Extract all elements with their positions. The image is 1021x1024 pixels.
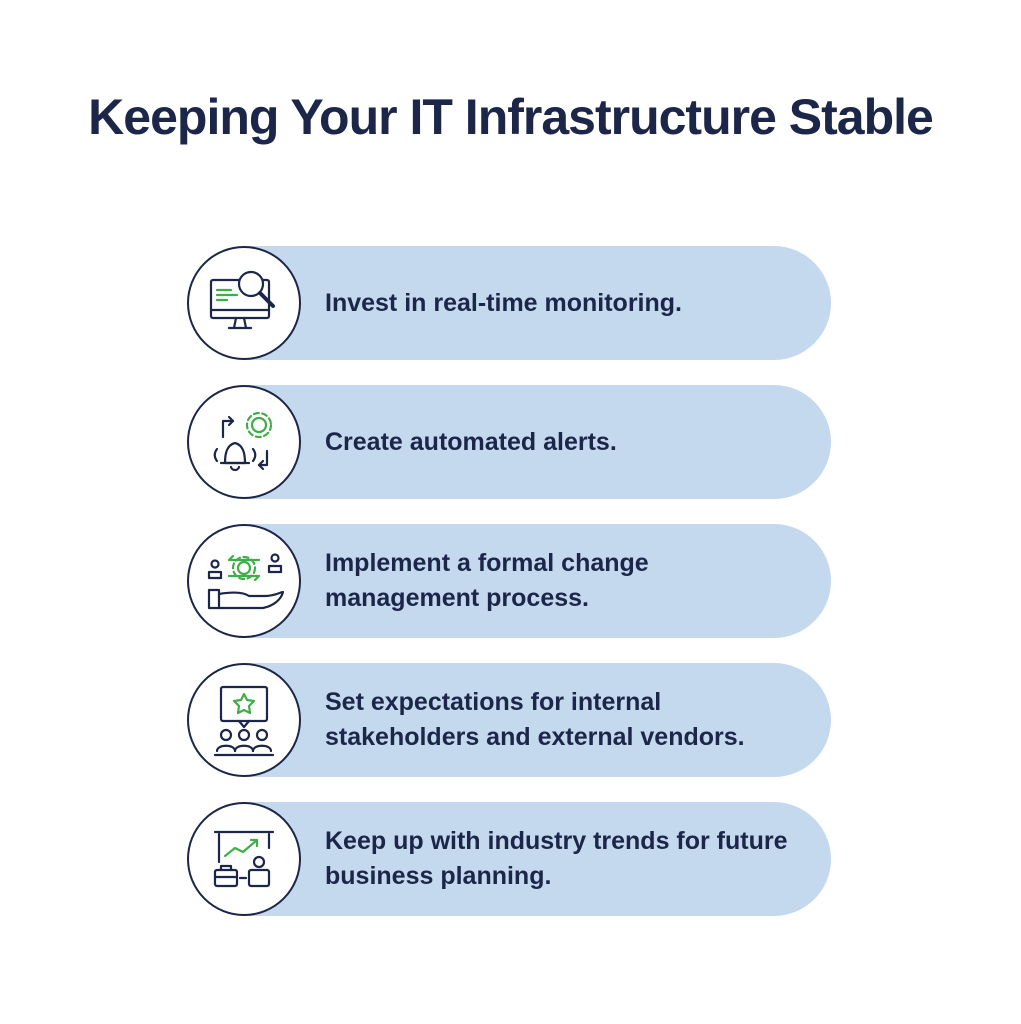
list-item-label: Create automated alerts. [325,427,617,456]
list-item-label: Set expectations for internal stakeholde… [325,688,745,751]
list-item-pill [245,663,831,777]
list-item-label: Keep up with industry trends for future … [325,827,788,890]
list-item-pill [245,246,831,360]
page-title: Keeping Your IT Infrastructure Stable [88,89,934,145]
list-item: Implement a formal change management pro… [187,524,831,638]
list-item: Keep up with industry trends for future … [187,802,831,916]
change-management-icon [207,553,285,610]
icon-circle [187,246,301,360]
icon-circle [187,524,301,638]
industry-trends-icon [213,830,275,888]
list-item: Set expectations for internal stakeholde… [187,663,831,777]
list-item-pill [245,524,831,638]
list-item-label: Implement a formal change management pro… [325,549,649,612]
list-item-pill [245,385,831,499]
list-item-pill [245,802,831,916]
stakeholders-expectations-icon [213,685,275,757]
list-item: Invest in real-time monitoring. [187,246,831,360]
computer-monitoring-icon [209,270,275,330]
icon-circle [187,802,301,916]
alert-automation-icon [213,411,273,472]
list-item: Create automated alerts. [187,385,831,499]
list-item-label: Invest in real-time monitoring. [325,288,682,317]
icon-circle [187,385,301,499]
icon-circle [187,663,301,777]
